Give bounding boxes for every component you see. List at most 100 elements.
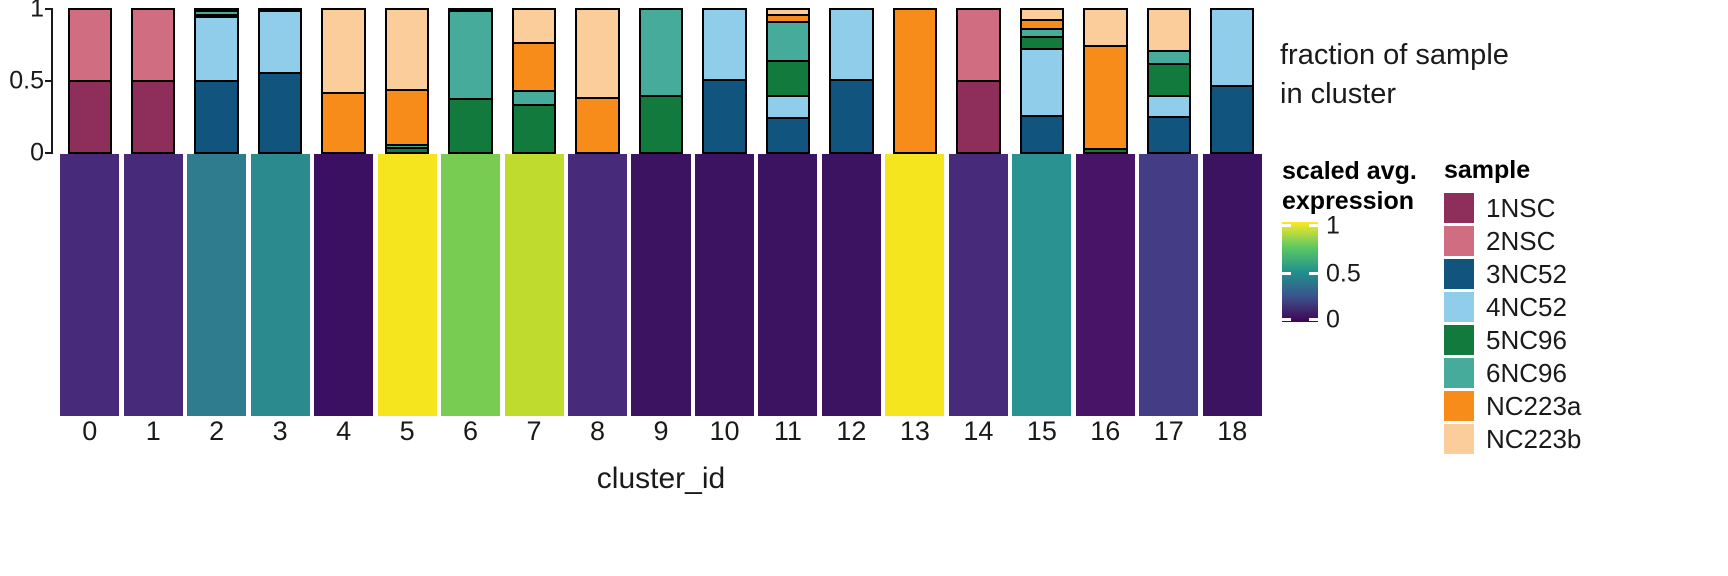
sample-swatch-3NC52 — [1444, 258, 1474, 289]
bar-segment-5NC96 — [1148, 65, 1189, 98]
sample-label-NC223b: NC223b — [1486, 423, 1582, 454]
stacked-bar-6[interactable] — [448, 8, 493, 154]
heatmap-cell-16[interactable] — [1075, 154, 1135, 416]
stacked-bar-0[interactable] — [67, 8, 112, 154]
sample-legend-item[interactable]: NC223b — [1444, 422, 1714, 455]
bar-segment-3NC52 — [767, 118, 809, 152]
stacked-bar-4[interactable] — [321, 8, 366, 154]
heatmap-cell-14[interactable] — [948, 154, 1008, 416]
x-tick-label-12: 12 — [836, 416, 867, 446]
bar-segment-5NC96 — [640, 97, 682, 152]
stacked-bar-17[interactable] — [1146, 8, 1191, 154]
bar-segment-NC223a — [767, 15, 809, 23]
y-tick-label-0: 0 — [30, 138, 44, 167]
bar-segment-4NC52 — [704, 10, 745, 81]
bar-stack — [575, 8, 620, 154]
bar-segment-NC223a — [259, 10, 301, 12]
colorbar-label-0.5: 0.5 — [1326, 259, 1361, 288]
colorbar-tick-05-right — [1309, 272, 1318, 275]
sample-swatch-NC223a — [1444, 390, 1474, 421]
stacked-bar-3[interactable] — [257, 8, 303, 154]
heatmap-cell-8[interactable] — [568, 154, 628, 416]
sample-label-3NC52: 3NC52 — [1486, 258, 1567, 289]
x-tick-label-14: 14 — [963, 416, 994, 446]
bar-segment-4NC52 — [767, 96, 809, 119]
heatmap-cell-12[interactable] — [821, 154, 881, 416]
sample-legend-item[interactable]: 3NC52 — [1444, 257, 1714, 290]
stacked-bar-5[interactable] — [384, 8, 430, 154]
bar-stack — [1083, 8, 1128, 154]
fraction-legend-title: fraction of sample in cluster — [1280, 36, 1570, 114]
sample-swatch-2NSC — [1444, 225, 1474, 256]
sample-legend-item[interactable]: 5NC96 — [1444, 323, 1714, 356]
sample-legend-item[interactable]: 6NC96 — [1444, 356, 1714, 389]
sample-legend-item[interactable]: 2NSC — [1444, 224, 1714, 257]
sample-legend-item[interactable]: 4NC52 — [1444, 290, 1714, 323]
bar-segment-NC223a — [386, 90, 428, 146]
bar-segment-NC223b — [767, 10, 809, 16]
bar-segment-2NSC — [133, 10, 174, 83]
colorbar-tick-1-left — [1282, 224, 1291, 227]
x-tick-label-5: 5 — [399, 416, 415, 446]
bar-segment-4NC52 — [831, 10, 872, 81]
heatmap-cell-9[interactable] — [631, 154, 691, 416]
heatmap-cell-5[interactable] — [377, 154, 437, 416]
bar-segment-3NC52 — [1148, 117, 1189, 152]
heatmap-cell-1[interactable] — [123, 154, 183, 416]
expression-legend: scaled avg. expression 1 0.5 0 — [1282, 156, 1442, 332]
bar-segment-3NC52 — [1212, 87, 1253, 152]
x-tick-label-8: 8 — [590, 416, 606, 446]
bar-segment-NC223a — [894, 10, 936, 152]
x-tick-label-2: 2 — [209, 416, 225, 446]
bar-segment-5NC96 — [767, 61, 809, 97]
sample-label-2NSC: 2NSC — [1486, 225, 1556, 256]
bar-segment-1NSC — [958, 82, 999, 152]
bar-segment-3NC52 — [831, 81, 872, 152]
stacked-bar-7[interactable] — [511, 8, 557, 154]
stacked-bar-2[interactable] — [194, 8, 239, 154]
stacked-bar-11[interactable] — [765, 8, 811, 154]
heatmap-cell-13[interactable] — [885, 154, 945, 416]
x-tick-label-18: 18 — [1217, 416, 1248, 446]
stacked-bar-15[interactable] — [1019, 8, 1065, 154]
bar-segment-NC223a — [1085, 46, 1126, 150]
heatmap-cell-4[interactable] — [314, 154, 374, 416]
stacked-bar-12[interactable] — [829, 8, 874, 154]
bar-stack — [829, 8, 874, 154]
bar-stack — [638, 8, 684, 154]
bar-stack — [257, 8, 303, 154]
heatmap-cell-6[interactable] — [441, 154, 501, 416]
x-axis-title: cluster_id — [596, 462, 726, 495]
bar-stack — [67, 8, 112, 154]
stacked-bar-14[interactable] — [956, 8, 1001, 154]
heatmap-cell-3[interactable] — [250, 154, 310, 416]
heatmap-cell-15[interactable] — [1012, 154, 1072, 416]
y-axis: 1 0.5 0 — [0, 0, 58, 165]
stacked-bar-8[interactable] — [575, 8, 620, 154]
stacked-bar-16[interactable] — [1083, 8, 1128, 154]
sample-legend-item[interactable]: 1NSC — [1444, 191, 1714, 224]
stacked-bar-13[interactable] — [892, 8, 938, 154]
stacked-bar-18[interactable] — [1210, 8, 1255, 154]
stacked-bar-9[interactable] — [638, 8, 684, 154]
stacked-bar-10[interactable] — [702, 8, 747, 154]
heatmap-cell-11[interactable] — [758, 154, 818, 416]
heatmap-cell-0[interactable] — [60, 154, 120, 416]
stacked-bar-1[interactable] — [130, 8, 176, 154]
sample-legend-item[interactable]: NC223a — [1444, 389, 1714, 422]
x-tick-label-6: 6 — [463, 416, 479, 446]
heatmap-cell-17[interactable] — [1139, 154, 1199, 416]
bar-segment-NC223a — [323, 94, 364, 152]
sample-label-1NSC: 1NSC — [1486, 192, 1556, 223]
sample-swatch-4NC52 — [1444, 291, 1474, 322]
bar-stack — [384, 8, 430, 154]
heatmap-cell-2[interactable] — [187, 154, 247, 416]
heatmap-cell-10[interactable] — [694, 154, 754, 416]
bar-stack — [321, 8, 366, 154]
bar-segment-NC223b — [577, 10, 618, 99]
heatmap-cell-7[interactable] — [504, 154, 564, 416]
colorbar-tick-1-right — [1309, 224, 1318, 227]
heatmap-cell-18[interactable] — [1202, 154, 1262, 416]
bar-segment-4NC52 — [196, 17, 237, 83]
